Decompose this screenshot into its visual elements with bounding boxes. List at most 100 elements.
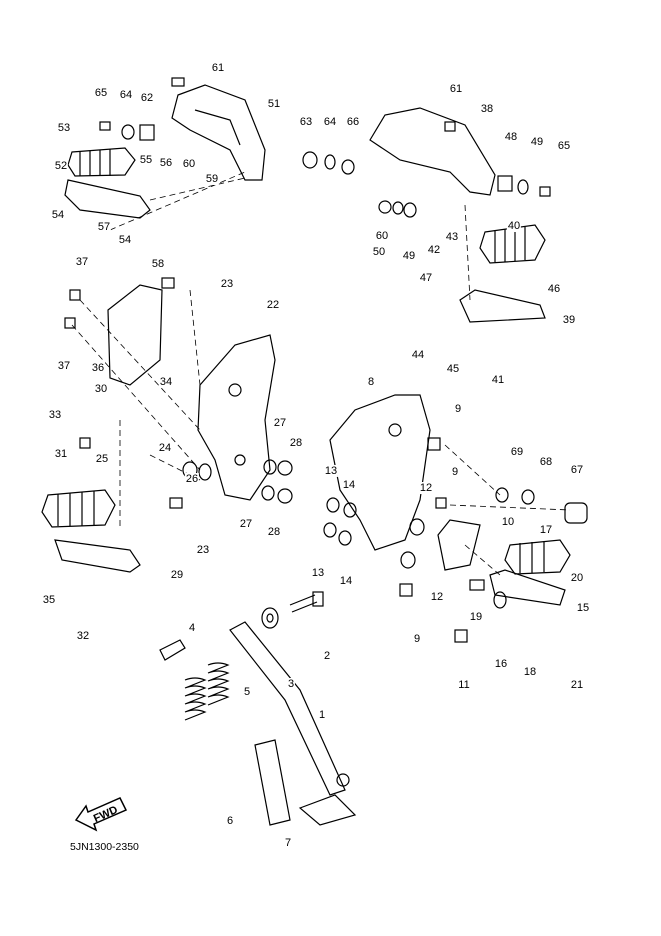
callout-47: 47 [418,272,434,284]
callout-49: 49 [529,136,545,148]
callout-16: 16 [493,658,509,670]
callout-7: 7 [283,837,293,849]
callout-12: 12 [429,591,445,603]
bracket-38 [369,107,496,196]
callout-27: 27 [272,417,288,429]
callout-64: 64 [118,89,134,101]
callout-59: 59 [204,173,220,185]
callout-36: 36 [90,362,106,374]
callout-9: 9 [453,403,463,415]
callout-56: 56 [158,157,174,169]
fwd-label: FWD [92,804,120,825]
pipe-7 [254,739,291,826]
callout-33: 33 [47,409,63,421]
footpeg-17 [504,539,571,575]
callout-69: 69 [509,446,525,458]
callout-27: 27 [238,518,254,530]
callout-38: 38 [479,103,495,115]
footpeg-40 [479,224,546,264]
callout-37: 37 [74,256,90,268]
assembly-lines [71,171,571,576]
callout-29: 29 [169,569,185,581]
callout-9: 9 [412,633,422,645]
callout-25: 25 [94,453,110,465]
callout-26: 26 [184,473,200,485]
callout-41: 41 [490,374,506,386]
callout-4: 4 [187,622,197,634]
callout-67: 67 [569,464,585,476]
holder-52 [64,179,151,219]
callout-61: 61 [448,83,464,95]
bracket-51 [171,84,266,181]
footpeg-53 [67,147,136,177]
callout-14: 14 [341,479,357,491]
callout-8: 8 [366,376,376,388]
callout-9: 9 [450,466,460,478]
callout-34: 34 [158,376,174,388]
callout-28: 28 [288,437,304,449]
footpeg-31 [41,489,116,528]
callout-13: 13 [310,567,326,579]
callout-64: 64 [322,116,338,128]
fasteners [64,77,588,643]
part-code: 5JN1300-2350 [70,841,139,853]
callout-45: 45 [445,363,461,375]
callout-48: 48 [503,131,519,143]
callout-21: 21 [569,679,585,691]
callout-52: 52 [53,160,69,172]
callout-49: 49 [401,250,417,262]
callout-12: 12 [418,482,434,494]
callout-68: 68 [538,456,554,468]
callout-18: 18 [522,666,538,678]
callout-17: 17 [538,524,554,536]
callout-53: 53 [56,122,72,134]
callout-24: 24 [157,442,173,454]
callout-63: 63 [298,116,314,128]
callout-28: 28 [266,526,282,538]
holder-29 [54,539,141,573]
callout-2: 2 [322,650,332,662]
callout-30: 30 [93,383,109,395]
callout-14: 14 [338,575,354,587]
callout-13: 13 [323,465,339,477]
callout-10: 10 [500,516,516,528]
callout-23: 23 [219,278,235,290]
callout-23: 23 [195,544,211,556]
callout-60: 60 [374,230,390,242]
callout-31: 31 [53,448,69,460]
bracket-22 [197,334,276,501]
callout-46: 46 [546,283,562,295]
callout-54: 54 [117,234,133,246]
callout-11: 11 [457,679,471,691]
callout-32: 32 [75,630,91,642]
plate-10 [437,519,481,571]
callout-44: 44 [410,349,426,361]
callout-65: 65 [556,140,572,152]
holder-39 [459,289,546,323]
callout-61: 61 [210,62,226,74]
callout-40: 40 [506,220,522,232]
callout-19: 19 [468,611,484,623]
callout-62: 62 [139,92,155,104]
callout-60: 60 [181,158,197,170]
fwd-arrow-icon: FWD [72,790,132,840]
callout-22: 22 [265,299,281,311]
callout-35: 35 [41,594,57,606]
callout-43: 43 [444,231,460,243]
callout-15: 15 [575,602,591,614]
callout-51: 51 [266,98,282,110]
callout-55: 55 [138,154,154,166]
callout-66: 66 [345,116,361,128]
callout-54: 54 [50,209,66,221]
callout-39: 39 [561,314,577,326]
callout-57: 57 [96,221,112,233]
callout-65: 65 [93,87,109,99]
callout-58: 58 [150,258,166,270]
callout-3: 3 [286,678,296,690]
callout-6: 6 [225,815,235,827]
callout-37: 37 [56,360,72,372]
callout-20: 20 [569,572,585,584]
callout-1: 1 [317,709,327,721]
